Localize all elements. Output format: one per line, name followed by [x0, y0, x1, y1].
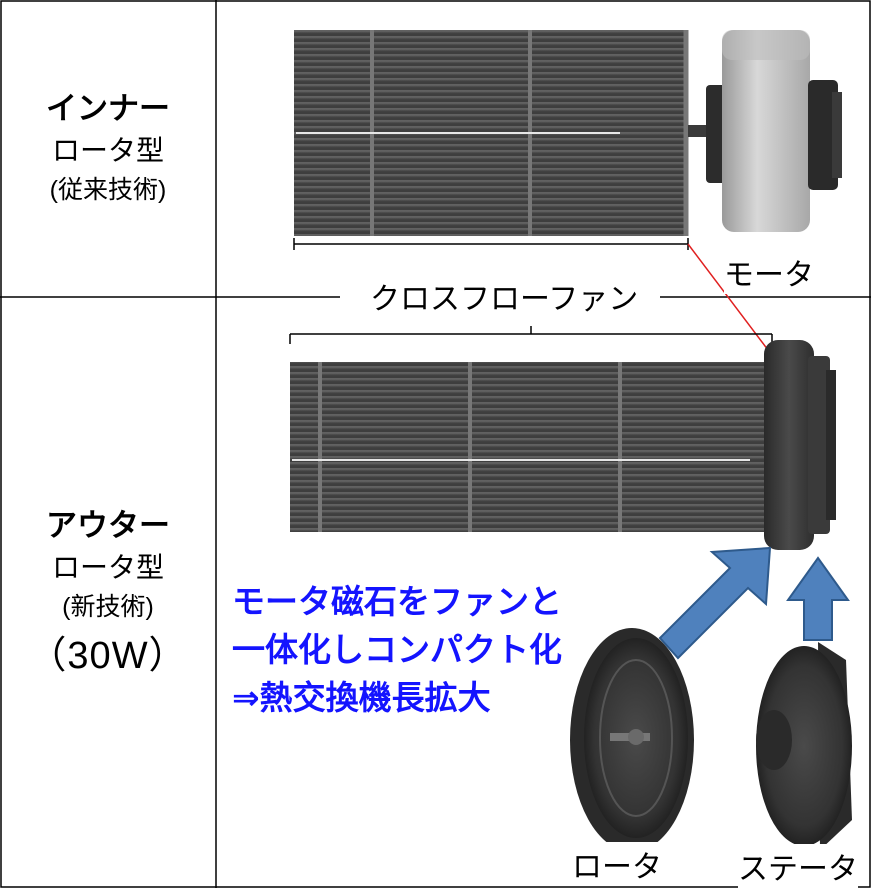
- row-subheading: ロータ型: [51, 135, 164, 166]
- row-heading: アウター: [46, 508, 170, 543]
- row-heading: インナー: [46, 91, 170, 126]
- integrated-motor: [764, 340, 836, 550]
- annotation-line-3: ⇒熱交換機長拡大: [232, 679, 491, 716]
- rotor-label: ロータ: [572, 842, 662, 886]
- row-subheading: ロータ型: [51, 552, 164, 583]
- inner-rotor-fan: [294, 30, 708, 236]
- stator-label: ステータ: [738, 844, 858, 888]
- row-note: (新技術): [62, 593, 154, 621]
- cross-flow-fan-label: クロスフローファン: [366, 274, 643, 318]
- top-fan-bracket: [293, 238, 689, 250]
- annotation-line-1: モータ磁石をファンと: [232, 583, 562, 620]
- outer-rotor-fan: [290, 362, 772, 532]
- motor: [706, 30, 842, 232]
- rotor-part: [570, 628, 694, 852]
- rotor-arrow: [658, 546, 772, 660]
- stator-arrow: [786, 556, 850, 641]
- outer-rotor-row-header: アウター ロータ型 (新技術) （30W）: [0, 298, 216, 888]
- inner-rotor-row-header: インナー ロータ型 (従来技術): [0, 0, 216, 296]
- annotation-text: モータ磁石をファンと 一体化しコンパクト化 ⇒熱交換機長拡大: [232, 578, 562, 722]
- bottom-fan-bracket: [289, 326, 773, 344]
- leader-line: [687, 243, 769, 351]
- annotation-line-2: 一体化しコンパクト化: [232, 631, 562, 668]
- row-note: (従来技術): [49, 176, 167, 204]
- stator-part: [756, 642, 852, 850]
- motor-label: モータ: [724, 250, 814, 294]
- power-rating: （30W）: [28, 635, 188, 677]
